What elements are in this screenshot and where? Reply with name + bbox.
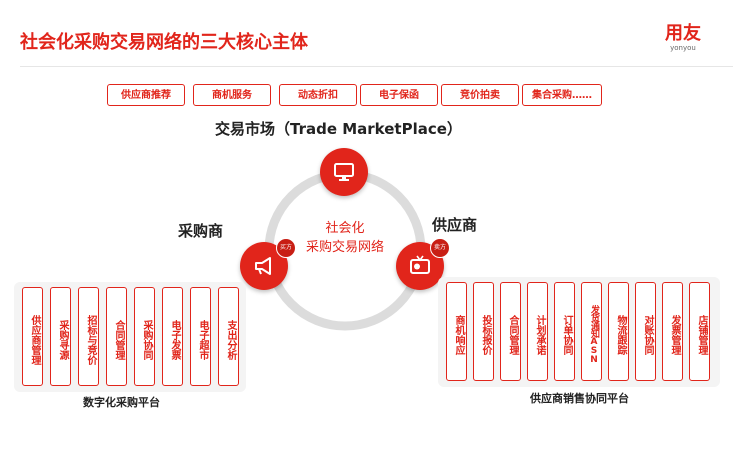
left-item-e-invoice: 电子发票 <box>162 287 183 386</box>
logo-main-text: 用友 <box>665 23 701 44</box>
buyer-label: 采购商 <box>178 222 224 240</box>
left-item-sourcing: 采购寻源 <box>50 287 71 386</box>
market-title: 交易市场（Trade MarketPlace） <box>215 120 462 138</box>
tag-supplier-recommend: 供应商推荐 <box>107 84 185 106</box>
right-item-store: 店铺管理 <box>689 282 710 381</box>
left-item-spend-analysis: 支出分析 <box>218 287 239 386</box>
right-item-asn: 发货通知ASN <box>581 282 602 381</box>
supplier-badge: 卖方 <box>430 238 450 258</box>
right-item-reconcile: 对账协同 <box>635 282 656 381</box>
tv-icon <box>410 255 430 274</box>
right-item-opportunity: 商机响应 <box>446 282 467 381</box>
center-line-2: 采购交易网络 <box>305 240 384 255</box>
right-item-contract: 合同管理 <box>500 282 521 381</box>
left-platform-panel <box>14 282 246 392</box>
buyer-node: 买方 <box>240 238 296 290</box>
left-item-contract: 合同管理 <box>106 287 127 386</box>
right-platform-label: 供应商销售协同平台 <box>530 392 629 405</box>
brand-logo: 用友 yonyou <box>655 24 711 53</box>
left-item-e-mall: 电子超市 <box>190 287 211 386</box>
right-item-plan: 计划承诺 <box>527 282 548 381</box>
left-platform-label: 数字化采购平台 <box>83 396 160 409</box>
left-item-supplier-mgmt: 供应商管理 <box>22 287 43 386</box>
right-item-logistics: 物流跟踪 <box>608 282 629 381</box>
monitor-icon <box>334 163 354 181</box>
tag-e-guarantee: 电子保函 <box>360 84 438 106</box>
header-divider <box>20 66 733 67</box>
market-node <box>320 148 368 196</box>
right-item-invoice: 发票管理 <box>662 282 683 381</box>
logo-sub-text: yonyou <box>670 44 696 52</box>
tag-auction: 竞价拍卖 <box>441 84 519 106</box>
supplier-label: 供应商 <box>432 216 478 234</box>
megaphone-icon <box>255 257 271 275</box>
tag-group-purchase: 集合采购…… <box>522 84 602 106</box>
network-center-text: 社会化 采购交易网络 <box>295 219 395 257</box>
left-item-bidding: 招标与竞价 <box>78 287 99 386</box>
right-item-quote: 投标报价 <box>473 282 494 381</box>
page-title: 社会化采购交易网络的三大核心主体 <box>20 32 308 53</box>
tag-opportunity-service: 商机服务 <box>193 84 271 106</box>
center-line-1: 社会化 <box>325 221 365 236</box>
supplier-node: 卖方 <box>396 238 450 290</box>
left-item-purchase-collab: 采购协同 <box>134 287 155 386</box>
buyer-badge: 买方 <box>276 238 296 258</box>
right-item-order: 订单协同 <box>554 282 575 381</box>
tag-dynamic-discount: 动态折扣 <box>279 84 357 106</box>
